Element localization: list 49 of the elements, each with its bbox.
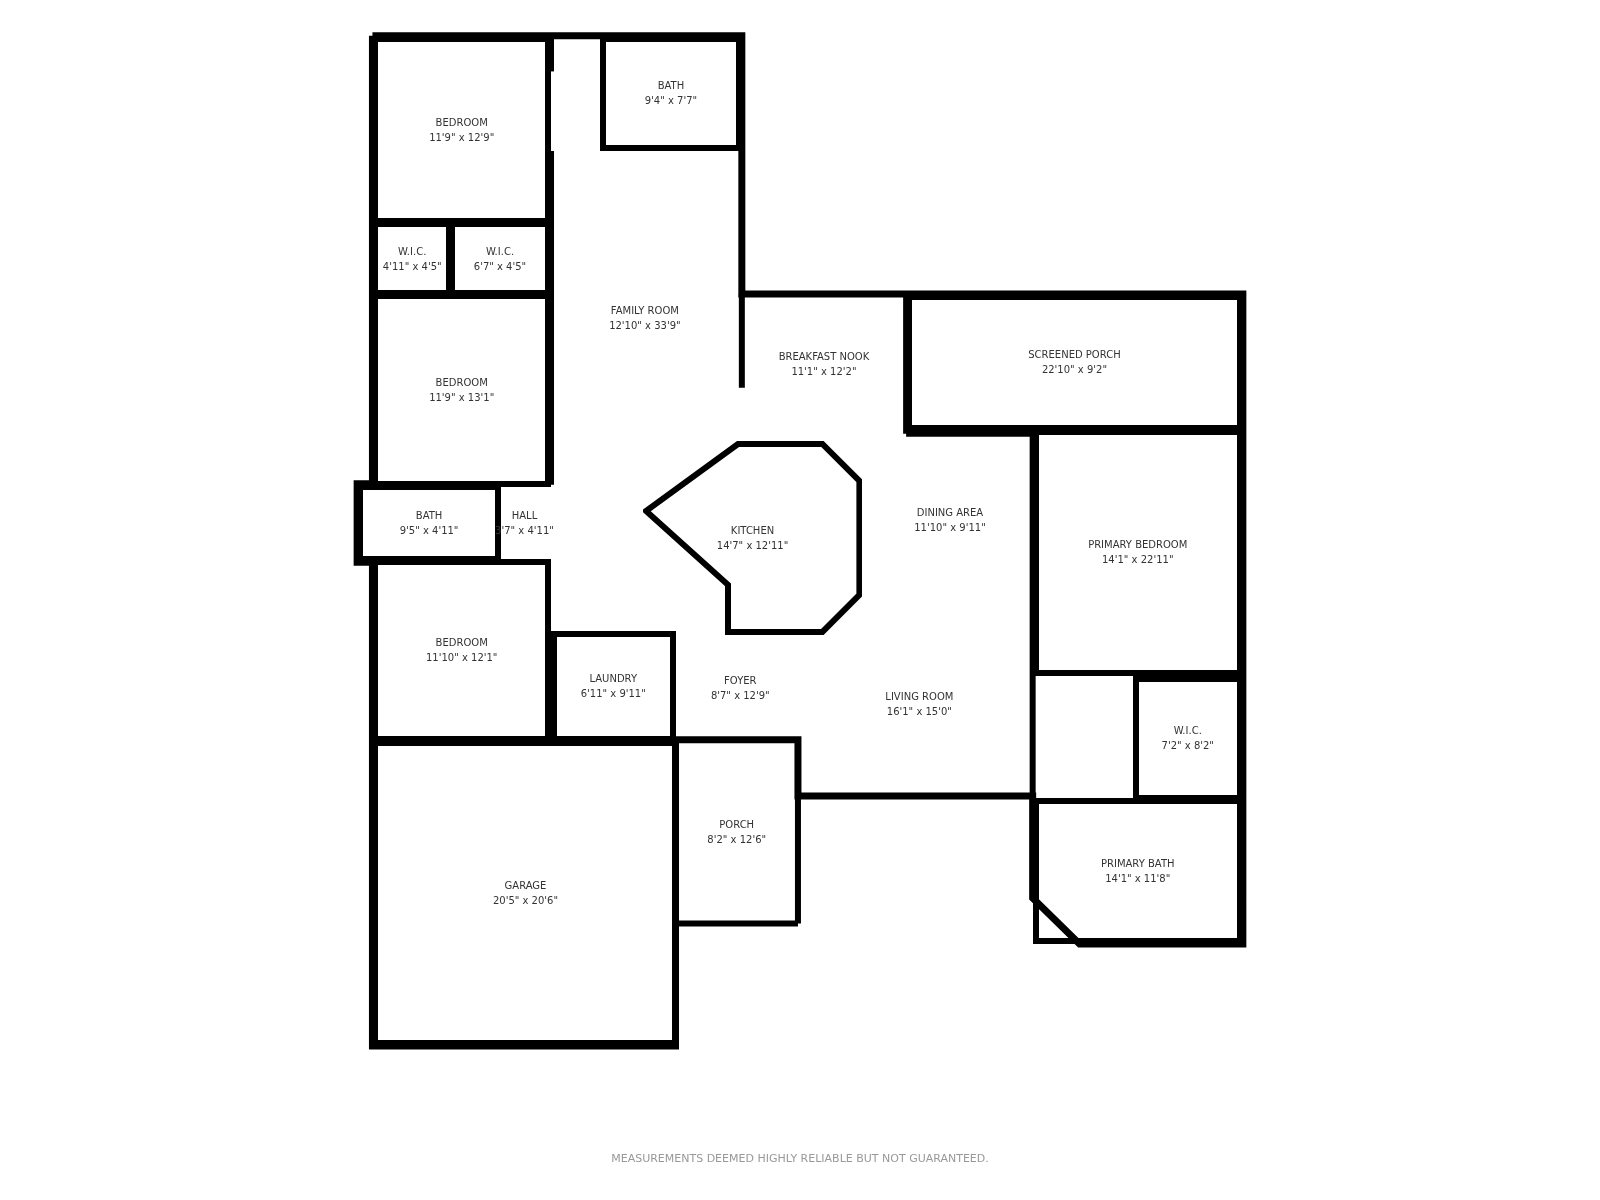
room-dimensions: 16'1" x 15'0" xyxy=(886,705,952,720)
room-dimensions: 8'2" x 12'6" xyxy=(707,832,767,847)
room-dimensions: 11'10" x 9'11" xyxy=(914,521,986,536)
room-name: PORCH xyxy=(719,817,755,832)
room-dimensions: 6'7" x 4'5" xyxy=(473,259,527,274)
room-area xyxy=(642,440,863,635)
room-name: BEDROOM xyxy=(435,636,488,651)
room-dimensions: 20'5" x 20'6" xyxy=(492,893,559,908)
room-dimensions: 11'10" x 12'1" xyxy=(425,651,498,666)
room-name: KITCHEN xyxy=(730,523,775,538)
room-name: W.I.C. xyxy=(1173,724,1202,739)
room-dimensions: 11'1" x 12'2" xyxy=(791,364,857,379)
room-outline xyxy=(372,559,551,742)
room-outline xyxy=(372,221,452,296)
room-name: GARAGE xyxy=(504,878,547,893)
room-name: PRIMARY BATH xyxy=(1100,856,1175,871)
room-dimensions: 14'1" x 22'11" xyxy=(1102,553,1174,568)
room-dimensions: 11'9" x 13'1" xyxy=(429,390,495,405)
room-name: FOYER xyxy=(724,674,757,689)
room-dimensions: 7'2" x 8'2" xyxy=(1161,739,1214,754)
room-name: BREAKFAST NOOK xyxy=(778,349,870,364)
room-dimensions: 11'9" x 12'9" xyxy=(429,131,495,146)
room-name: BEDROOM xyxy=(435,375,488,390)
room-name: W.I.C. xyxy=(398,244,427,259)
room-dimensions: 14'1" x 11'8" xyxy=(1105,871,1171,886)
room-name: LIVING ROOM xyxy=(885,690,954,705)
room-name: W.I.C. xyxy=(485,244,515,259)
room-dimensions: 12'10" x 33'9" xyxy=(609,318,681,333)
room-name: PRIMARY BEDROOM xyxy=(1088,538,1188,553)
room-outline xyxy=(1032,797,1243,944)
disclaimer-note: MEASUREMENTS DEEMED HIGHLY RELIABLE BUT NOT GUARANTEED. xyxy=(611,1152,989,1165)
room-outline xyxy=(1032,428,1243,676)
room-dimensions: 14'7" x 12'11" xyxy=(716,538,789,553)
room-outline xyxy=(1132,675,1243,801)
room-dimensions: 9'4" x 7'7" xyxy=(644,94,698,109)
room-name: LAUNDRY xyxy=(589,672,638,687)
room-name: BATH xyxy=(415,508,443,523)
room-dimensions: 6'11" x 9'11" xyxy=(580,687,646,702)
room-dimensions: 9'5" x 4'11" xyxy=(399,523,459,538)
room-name: SCREENED PORCH xyxy=(1028,348,1121,363)
room-name: HALL xyxy=(511,508,538,523)
room-dimensions: 4'11" x 4'5" xyxy=(382,259,442,274)
room-name: BATH xyxy=(657,79,685,94)
room-name: DINING AREA xyxy=(916,506,984,521)
room-dimensions: 8'7" x 12'9" xyxy=(710,689,770,704)
room-outline xyxy=(551,630,676,742)
room-name: FAMILY ROOM xyxy=(610,303,679,318)
room-name: BEDROOM xyxy=(435,116,488,131)
room-dimensions: 22'10" x 9'2" xyxy=(1041,363,1108,378)
